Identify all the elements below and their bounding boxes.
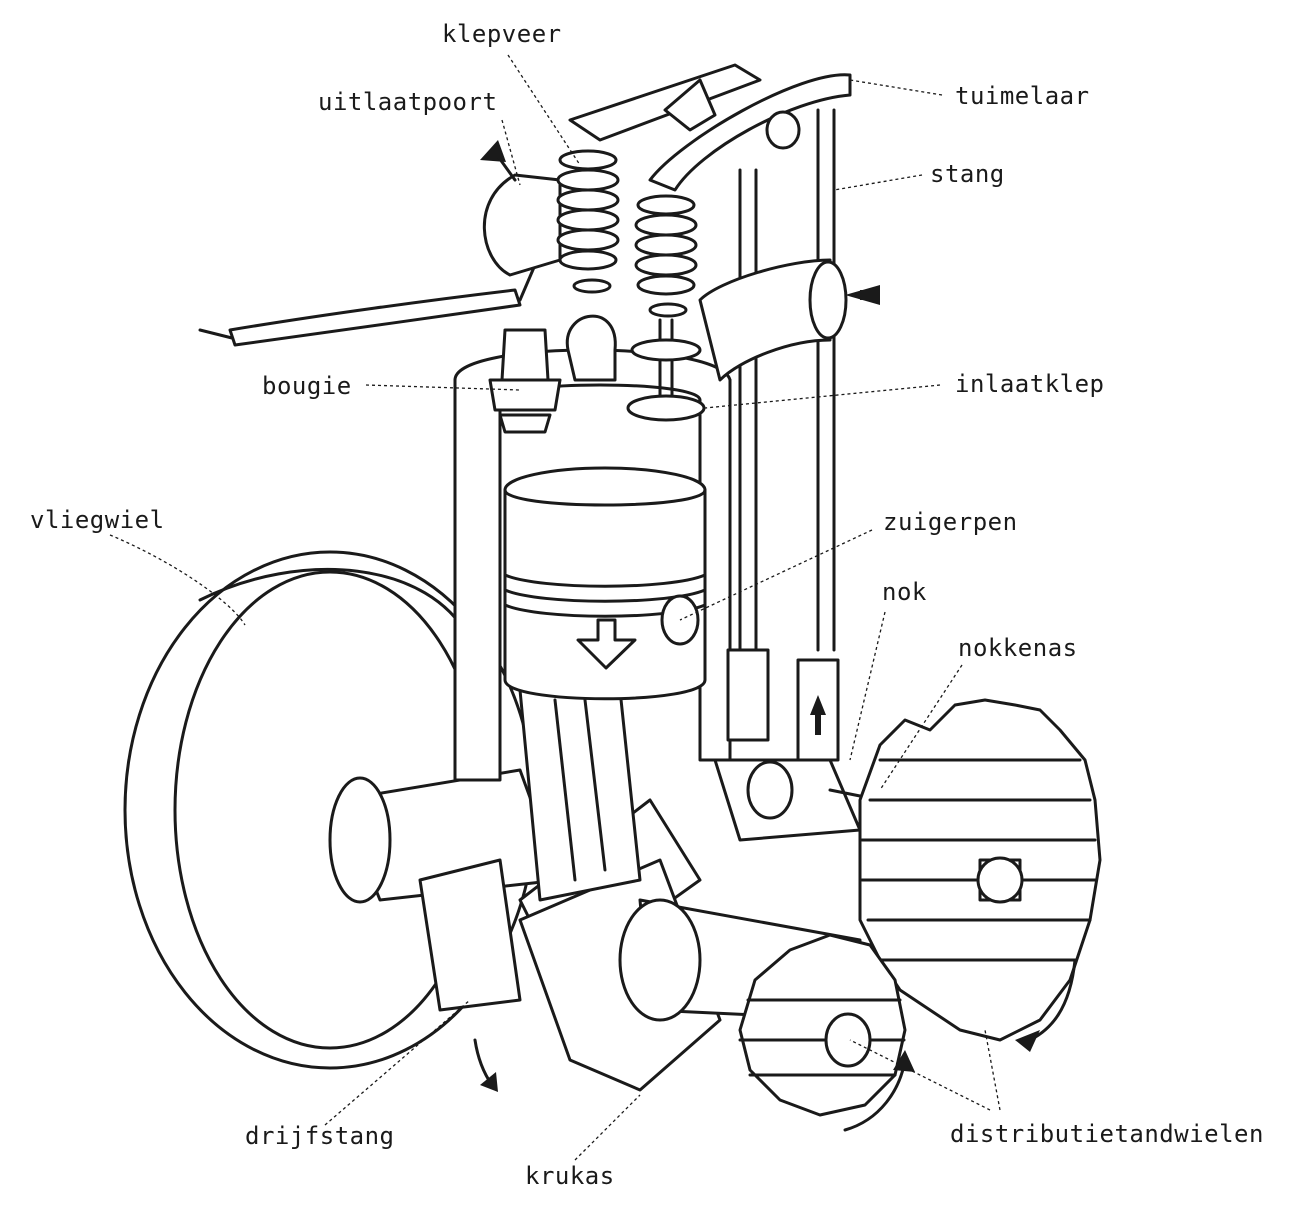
label-tuimelaar: tuimelaar xyxy=(955,82,1090,110)
timing-gears-shape xyxy=(738,698,1102,1117)
label-nok: nok xyxy=(882,578,927,606)
inlet-valve-shape xyxy=(626,318,706,422)
spark-plug-shape xyxy=(198,257,562,434)
label-zuigerpen: zuigerpen xyxy=(883,508,1018,536)
label-vliegwiel: vliegwiel xyxy=(30,506,165,534)
connecting-rod-shape xyxy=(518,688,642,902)
label-stang: stang xyxy=(930,160,1005,188)
piston-shape xyxy=(503,466,707,701)
label-klepveer: klepveer xyxy=(442,20,562,48)
rotation-arrows-shape xyxy=(473,958,1077,1132)
label-bougie: bougie xyxy=(262,372,352,400)
crankshaft-shape xyxy=(328,768,862,1092)
label-uitlaatpoort: uitlaatpoort xyxy=(318,88,498,116)
label-drijfstang: drijfstang xyxy=(245,1122,395,1150)
leader-lines xyxy=(109,54,1001,1161)
label-distributietandwielen: distributietandwielen xyxy=(950,1120,1264,1148)
label-nokkenas: nokkenas xyxy=(958,634,1078,662)
inlet-tract-shape xyxy=(698,258,880,382)
exhaust-port-shape xyxy=(480,140,617,382)
camshaft-shape xyxy=(713,758,882,842)
rocker-arms-shape xyxy=(568,63,852,192)
label-krukas: krukas xyxy=(525,1162,615,1190)
push-rods-shape xyxy=(726,108,840,762)
label-inlaatklep: inlaatklep xyxy=(955,370,1105,398)
valve-springs-shape xyxy=(556,149,698,318)
